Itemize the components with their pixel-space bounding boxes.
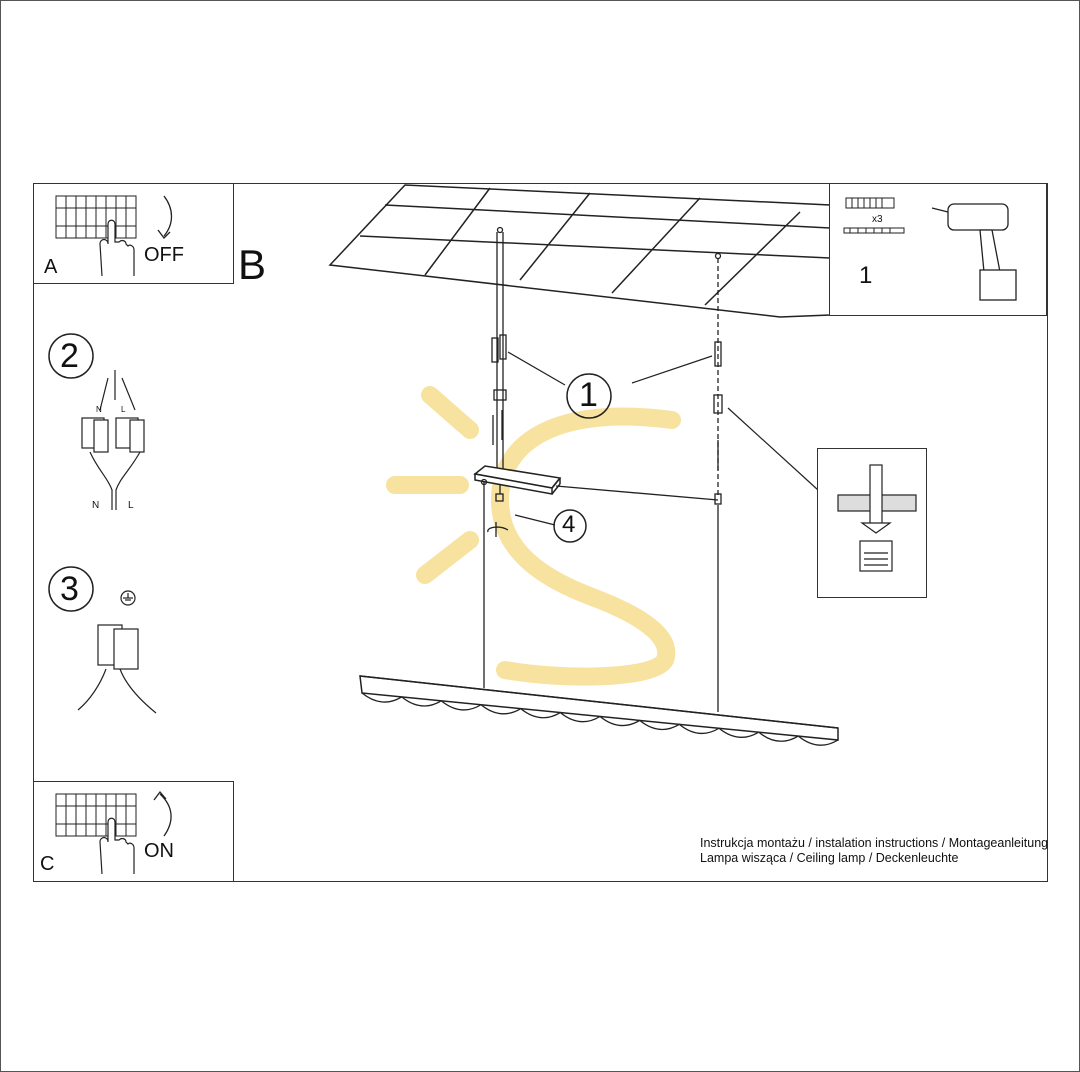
on-label: ON [144, 840, 174, 862]
neutral-label: N [92, 500, 100, 511]
terminal-block-icon [81, 370, 145, 510]
left-suspension-cable [491, 226, 507, 478]
breaker-on-illustration [55, 790, 172, 875]
callout-4: 4 [562, 511, 576, 538]
right-suspension-cable [713, 252, 723, 505]
caption-title: Instrukcja montażu / instalation instruc… [700, 836, 1049, 850]
live-label-top: L [121, 405, 126, 414]
tools-panel: x3 1 [829, 183, 1047, 316]
lamp-body [359, 675, 839, 741]
callout-3: 3 [60, 570, 79, 608]
caption-subtitle: Lampa wisząca / Ceiling lamp / Deckenleu… [700, 851, 959, 865]
ground-illustration [77, 590, 157, 714]
ceiling-canopy [473, 465, 562, 495]
step-a-panel: A OFF [33, 183, 234, 284]
anchor-count: x3 [872, 214, 883, 225]
caption: Instrukcja montażu / instalation instruc… [700, 836, 1048, 866]
arrow-up-icon [153, 790, 172, 837]
breaker-icon [55, 195, 137, 239]
neutral-label-top: N [96, 405, 102, 414]
callout-1: 1 [579, 376, 598, 414]
mounting-detail [837, 464, 917, 572]
drill-icon [931, 203, 1017, 301]
watermark-logo [386, 386, 681, 686]
wiring-illustration [81, 370, 145, 510]
ceiling-grid [328, 184, 831, 318]
arrow-down-icon [157, 195, 173, 239]
lamp-scallops [361, 692, 839, 746]
step-b-letter: B [238, 241, 267, 288]
tools-illustration [843, 197, 1017, 301]
step-3-ground [70, 585, 170, 725]
ground-terminal-icon [77, 624, 157, 714]
ground-icon [120, 590, 136, 606]
step-2-wiring: N L N L [50, 360, 180, 520]
step-a-letter: A [44, 256, 58, 278]
leader-lines [507, 351, 819, 526]
off-label: OFF [144, 244, 184, 266]
callout-3-circle [48, 566, 94, 612]
callout-2: 2 [60, 337, 79, 375]
step-c-letter: C [40, 853, 55, 875]
breaker-icon [55, 793, 137, 837]
suspension-wires [480, 478, 719, 712]
callout-1-circle [566, 373, 612, 419]
mounting-detail-panel [817, 448, 927, 598]
step-c-panel: C ON [33, 781, 234, 882]
callout-4-circle [553, 509, 587, 543]
live-label: L [128, 500, 134, 511]
screw-anchor-detail [837, 464, 917, 572]
breaker-off-illustration [55, 195, 173, 277]
hand-icon [99, 219, 135, 277]
anchor-icon [843, 197, 905, 234]
callout-2-circle [48, 333, 94, 379]
callout-1-tools: 1 [859, 262, 873, 289]
instruction-sheet [33, 183, 1048, 882]
hand-icon [99, 817, 135, 875]
